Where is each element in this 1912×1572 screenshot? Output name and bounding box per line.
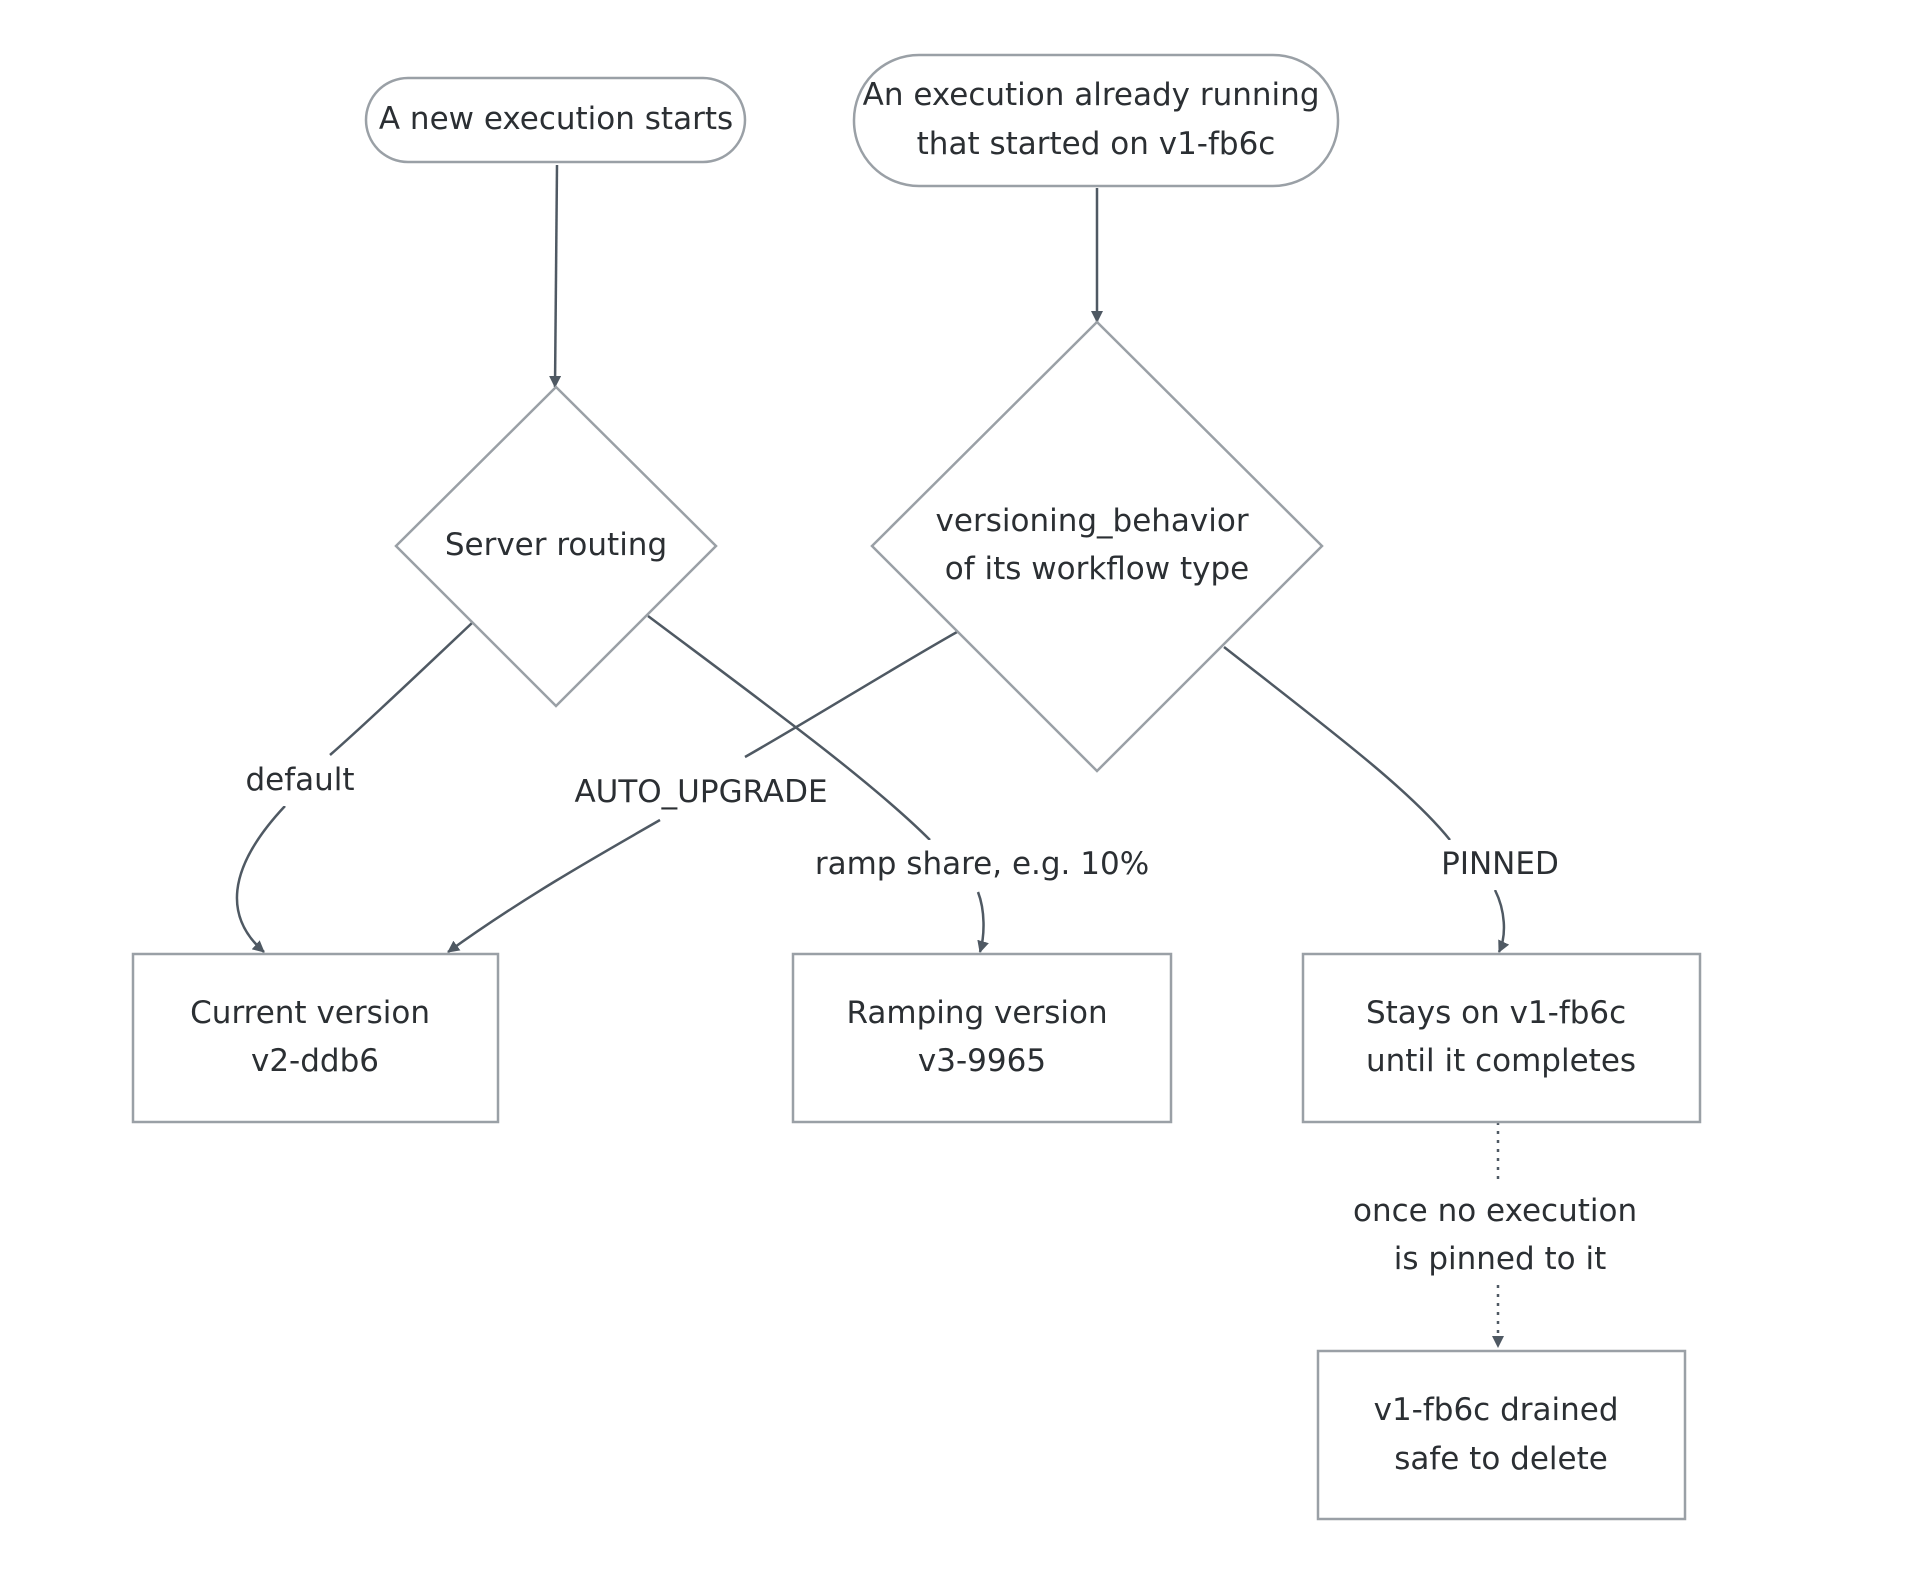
node-v1-drained-text: v1-fb6c drained safe to delete (1374, 1392, 1629, 1477)
edge-new-to-routing (549, 164, 562, 388)
edge-behavior-auto-upgrade (448, 630, 958, 952)
node-stays-on-v1: Stays on v1-fb6c until it completes (1301, 952, 1702, 1124)
edge-label-default-text: default (245, 762, 354, 798)
node-ramping-version: Ramping version v3-9965 (791, 952, 1173, 1124)
node-versioning-behavior-text: versioning_behavior of its workflow type (936, 503, 1259, 587)
node-running-execution: An execution already running that starte… (852, 53, 1340, 188)
node-current-version-text: Current version v2-ddb6 (190, 995, 440, 1079)
node-server-routing-text: Server routing (445, 527, 667, 563)
edge-label-auto-upgrade-text: AUTO_UPGRADE (574, 774, 827, 810)
node-ramping-version-text: Ramping version v3-9965 (847, 995, 1118, 1079)
edge-label-pinned-text: PINNED (1441, 846, 1559, 882)
node-server-routing: Server routing (394, 385, 718, 708)
edge-label-once-no-execution: once no execution is pinned to it (1353, 1180, 1647, 1285)
edge-label-ramp-share: ramp share, e.g. 10% (815, 840, 1149, 890)
node-current-version: Current version v2-ddb6 (131, 952, 500, 1124)
node-stays-on-v1-text: Stays on v1-fb6c until it completes (1366, 995, 1636, 1079)
edge-behavior-pinned (1223, 646, 1504, 952)
edge-label-pinned: PINNED (1440, 840, 1560, 890)
node-v1-drained: v1-fb6c drained safe to delete (1316, 1349, 1687, 1521)
edge-label-auto-upgrade: AUTO_UPGRADE (574, 768, 828, 818)
edge-routing-ramp (647, 614, 984, 952)
edge-label-ramp-share-text: ramp share, e.g. 10% (815, 846, 1149, 882)
node-new-execution-text: A new execution starts (379, 101, 733, 137)
edge-label-default: default (240, 756, 360, 806)
node-running-execution-text: An execution already running that starte… (863, 77, 1330, 162)
node-versioning-behavior: versioning_behavior of its workflow type (870, 320, 1324, 773)
edge-routing-default (235, 622, 473, 952)
node-new-execution: A new execution starts (364, 76, 747, 164)
edge-label-once-no-execution-text: once no execution is pinned to it (1353, 1193, 1647, 1277)
